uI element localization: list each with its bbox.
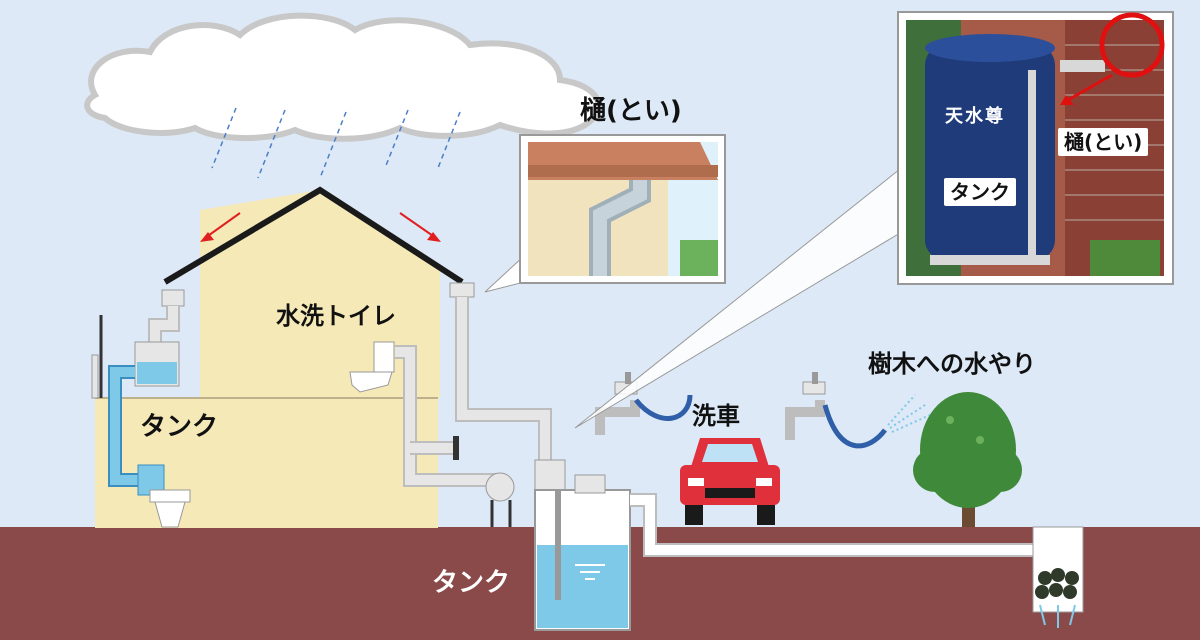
cloud (84, 12, 602, 142)
gutter-callout (484, 134, 726, 293)
right-downpipe (449, 282, 566, 527)
tree (913, 392, 1022, 527)
flush-toilet (349, 341, 500, 487)
flush-toilet-label: 水洗トイレ (276, 302, 396, 330)
car (680, 438, 780, 525)
faucet-tree (785, 372, 931, 449)
toilet-bottom (149, 489, 191, 528)
car-wash-label: 洗車 (692, 402, 740, 430)
photo-tank-brand: 天水尊 (945, 106, 1005, 127)
rain-lines (211, 107, 461, 179)
house-tank-label: タンク (140, 412, 219, 442)
photo-gutter-label: 樋(とい) (1058, 128, 1149, 156)
watering-trees-label: 樹木への水やり (868, 350, 1036, 378)
roof (163, 186, 464, 285)
underground-tank (534, 474, 1040, 631)
infiltration-pit (1032, 526, 1084, 628)
left-gutter-system (91, 289, 191, 528)
gutter-callout-title: 樋(とい) (580, 96, 682, 126)
underground-tank-label: タンク (432, 568, 511, 598)
photo-tank-label: タンク (944, 178, 1016, 206)
